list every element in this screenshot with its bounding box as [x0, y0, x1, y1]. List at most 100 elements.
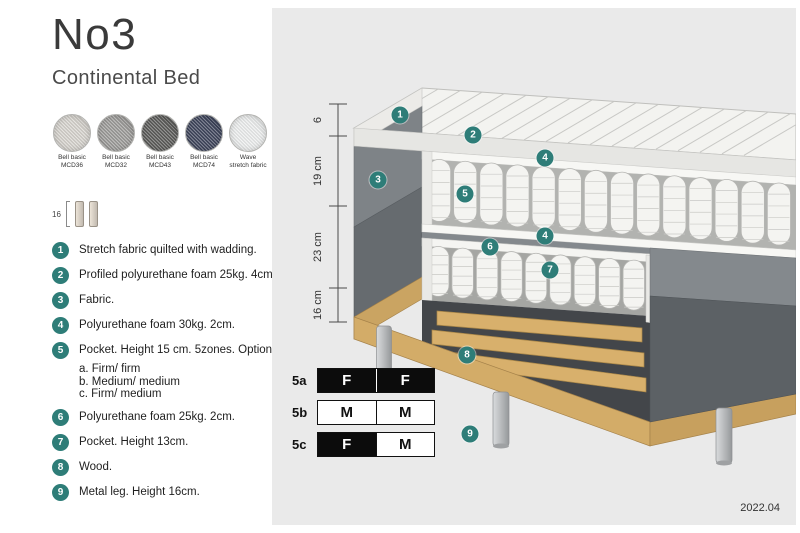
diagram-badge-5: 5 [456, 185, 474, 203]
firmness-box: F M [317, 432, 435, 457]
legend-text: Polyurethane foam 30kg. 2cm. [79, 319, 235, 332]
legend-badge-3: 3 [52, 292, 69, 310]
legend-text: Fabric. [79, 294, 115, 307]
diagram-badge-6: 6 [481, 238, 499, 256]
legend-badge-8: 8 [52, 458, 69, 476]
leg-thumbnail: 16 [52, 198, 270, 230]
metal-leg [492, 391, 510, 447]
diagram-badge-8: 8 [458, 346, 476, 364]
firmness-cell: M [375, 401, 434, 424]
quilt-front-edge [353, 127, 796, 179]
legend-item-4: 4 Polyurethane foam 30kg. 2cm. [52, 317, 270, 335]
legend-item-5: 5 Pocket. Height 15 cm. 5zones. Option: [52, 342, 275, 360]
lower-box-front-face [649, 295, 796, 423]
swatch-code: stretch fabric [229, 162, 267, 170]
swatch-mcd32: Bell basic MCD32 [96, 114, 136, 170]
swatch-label: Bell basic [190, 154, 218, 162]
legend-text: Profiled polyurethane foam 25kg. 4cm. [79, 269, 276, 282]
diagram-badge-4a: 4 [536, 149, 554, 167]
upper-frame-edge [421, 150, 433, 234]
foam-layer-bottom [421, 223, 796, 259]
diagram-badge-1: 1 [391, 106, 409, 124]
swatch-code: MCD32 [104, 162, 128, 170]
dimension-label-16cm: 16 cm [312, 290, 324, 320]
firmness-label: 5b [292, 405, 308, 420]
leg-height-label: 16 [52, 209, 61, 219]
firmness-cell: M [375, 433, 434, 456]
leg-icon [74, 201, 84, 228]
firmness-box: M M [317, 400, 435, 425]
firmness-cell: F [318, 369, 376, 392]
legend-text: Stretch fabric quilted with wadding. [79, 244, 257, 257]
product-subtitle: Continental Bed [52, 67, 201, 90]
metal-leg [715, 407, 733, 464]
legend-item-6: 6 Polyurethane foam 25kg. 2cm. [52, 408, 270, 426]
fabric-swatches: Bell basic MCD36 Bell basic MCD32 Bell b… [52, 114, 270, 170]
firmness-row-5a: 5a F F [292, 368, 435, 393]
upper-springs [427, 159, 791, 246]
diagram-badge-3: 3 [369, 171, 387, 189]
firmness-row-5c: 5c F M [292, 432, 435, 457]
swatch-code: MCD74 [192, 162, 216, 170]
firmness-cell: F [375, 369, 434, 392]
parts-legend: 1 Stretch fabric quilted with wadding. 2… [52, 242, 276, 501]
leg-icon [88, 201, 98, 228]
dimension-label-6: 6 [312, 116, 324, 124]
legend-badge-2: 2 [52, 267, 69, 285]
diagram-badge-9: 9 [461, 425, 479, 443]
swatch-label: Bell basic [58, 154, 86, 162]
leg-height-bracket [65, 201, 70, 228]
legend-text: Pocket. Height 13cm. [79, 435, 189, 448]
dimension-label-23cm: 23 cm [312, 232, 324, 262]
quilt-lines [369, 88, 796, 156]
legend-badge-4: 4 [52, 317, 69, 335]
dimension-label-19cm: 19 cm [312, 156, 324, 186]
fabric-swatch-icon [185, 114, 223, 153]
version-stamp: 2022.04 [740, 502, 780, 514]
product-title: No3 [52, 10, 138, 59]
fabric-swatch-icon [229, 114, 267, 153]
legend-badge-5: 5 [52, 342, 69, 360]
legend-item-8: 8 Wood. [52, 458, 270, 476]
lower-frame-edge-left [421, 237, 433, 303]
option-b: b. Medium/ medium [79, 375, 180, 388]
legend-badge-6: 6 [52, 408, 69, 426]
dimension-ruler [329, 103, 347, 323]
firmness-label: 5a [292, 373, 307, 388]
lower-box-top-face [649, 247, 796, 307]
swatch-label: Bell basic [102, 154, 130, 162]
legend-item-3: 3 Fabric. [52, 292, 270, 310]
swatch-code: MCD43 [148, 162, 172, 170]
legend-text: Polyurethane foam 25kg. 2cm. [79, 410, 235, 423]
wood-slat [436, 310, 643, 343]
legend-item-9: 9 Metal leg. Height 16cm. [52, 483, 270, 501]
lower-box-top-fabric [422, 232, 650, 254]
fabric-swatch-icon [141, 114, 179, 153]
swatch-label: Wave [239, 154, 257, 162]
legend-item-5-options: a. Firm/ firm b. Medium/ medium c. Firm/… [79, 363, 270, 401]
legend-text: Metal leg. Height 16cm. [79, 485, 200, 498]
swatch-label: Bell basic [146, 154, 174, 162]
fabric-swatch-icon [97, 114, 135, 153]
fabric-swatch-icon [53, 114, 91, 153]
legend-badge-1: 1 [52, 242, 69, 260]
legend-item-7: 7 Pocket. Height 13cm. [52, 433, 270, 451]
firmness-cell: F [318, 433, 376, 456]
swatch-wave-stretch: Wave stretch fabric [228, 114, 268, 170]
diagram-badge-2: 2 [464, 126, 482, 144]
legend-badge-9: 9 [52, 483, 69, 501]
legend-item-2: 2 Profiled polyurethane foam 25kg. 4cm. [52, 267, 276, 285]
legend-text: Pocket. Height 15 cm. 5zones. Option: [79, 344, 276, 357]
swatch-mcd36: Bell basic MCD36 [52, 114, 92, 170]
swatch-code: MCD36 [60, 162, 84, 170]
diagram-badge-4b: 4 [536, 227, 554, 245]
firmness-cell: M [318, 401, 376, 424]
wood-slat [431, 329, 645, 368]
swatch-mcd74: Bell basic MCD74 [184, 114, 224, 170]
swatch-mcd43: Bell basic MCD43 [140, 114, 180, 170]
firmness-label: 5c [292, 437, 307, 452]
option-a: a. Firm/ firm [79, 363, 141, 376]
option-c: c. Firm/ medium [79, 388, 162, 401]
firmness-row-5b: 5b M M [292, 400, 435, 425]
firmness-box: F F [317, 368, 435, 393]
